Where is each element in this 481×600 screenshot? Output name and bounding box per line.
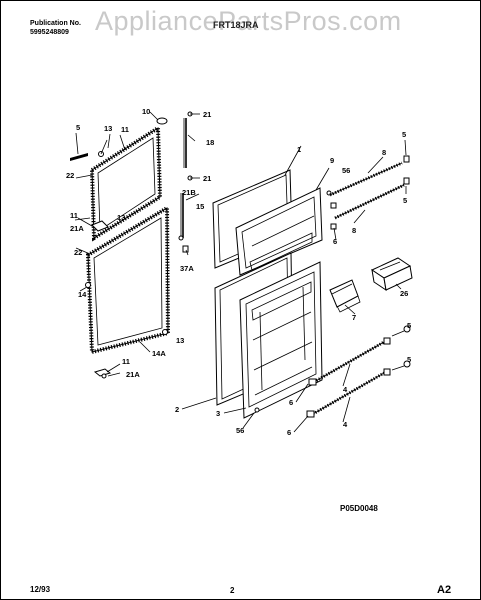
diagram-code: P05D0048 [340,504,378,513]
callout-12: 5 [76,123,80,132]
shelf-bar-8-upper [329,161,403,197]
door-stop-18 [178,193,189,253]
callout-56-top: 56 [342,166,350,175]
publication-label: Publication No. [30,20,81,27]
callout-1: 1 [297,145,301,154]
callout-15: 14A [152,349,166,358]
screw-14 [98,139,108,157]
callout-labels: 5 13 11 10 21 18 21 22 21B 15 11 13 21A … [66,107,411,437]
hinge-13-lower [93,368,112,379]
fresh-food-door-liner-3 [239,261,323,419]
callout-7: 7 [352,313,356,322]
callout-4-upper: 4 [343,385,348,394]
callout-4-lower: 4 [343,420,348,429]
callout-14a: 14 [78,290,87,299]
screw-56-lower [254,407,260,413]
callout-14-low: 13 [176,336,184,345]
freezer-door-gasket [89,124,163,242]
callout-11: 11 [121,125,129,134]
model-number: FRT18JRA [213,20,259,30]
callout-5-top: 5 [402,130,406,139]
callout-22-low: 22 [74,248,82,257]
callout-10: 10 [142,107,150,116]
callout-2: 2 [175,405,179,414]
shelf-bar-8-lower [334,183,405,220]
footer-section: A2 [437,584,452,596]
callout-21a-top: 21A [70,224,84,233]
callout-3: 3 [216,409,220,418]
freezer-door-shelf-9 [235,187,323,276]
footer-page: 2 [230,586,235,595]
callout-8-top: 8 [382,148,386,157]
end-caps-5-upper [403,155,410,185]
callout-56-low: 56 [236,426,244,435]
callout-6-low: 6 [287,428,291,437]
callout-21a-low: 21A [126,370,140,379]
callout-5-low1: 5 [407,321,411,330]
callout-6-top: 6 [333,237,337,246]
callout-6-mid: 6 [289,398,293,407]
callout-13-top: 11 [70,211,78,220]
screw-14-lower [162,329,168,335]
fresh-food-door-gasket [85,204,171,355]
callout-26: 26 [400,289,408,298]
dairy-door-7 [329,279,361,313]
shelf-bar-4-lower [306,368,391,418]
footer-date: 12/93 [30,585,51,594]
end-cap-5-right [391,325,411,371]
callout-22-top: 22 [66,171,74,180]
trim-strip-12 [70,153,88,161]
callout-14-mid: 13 [117,213,125,222]
watermark: AppliancePartsPros.com [95,6,402,36]
callout-13-low: 11 [122,357,130,366]
publication-number: 5995248809 [30,29,69,36]
callout-21b: 21B [182,188,196,197]
callout-9: 9 [330,156,334,165]
callout-14-top: 13 [104,124,112,133]
hinge-cap-10 [149,111,168,125]
screw-14a [85,282,91,288]
callout-5-low2: 5 [407,355,411,364]
callout-37a: 37A [180,264,194,273]
leader-lines [74,132,407,433]
callout-21-top: 21 [203,110,211,119]
door-stop-18a [183,111,200,181]
callout-18a: 18 [206,138,214,147]
callout-5-mid: 5 [403,196,407,205]
shelf-bar-4-upper [308,337,391,386]
storage-bin-26 [370,257,413,292]
callout-8-mid: 8 [352,226,356,235]
callout-21-mid: 21 [203,174,211,183]
callout-18: 15 [196,202,204,211]
end-caps-6-upper [330,202,337,230]
